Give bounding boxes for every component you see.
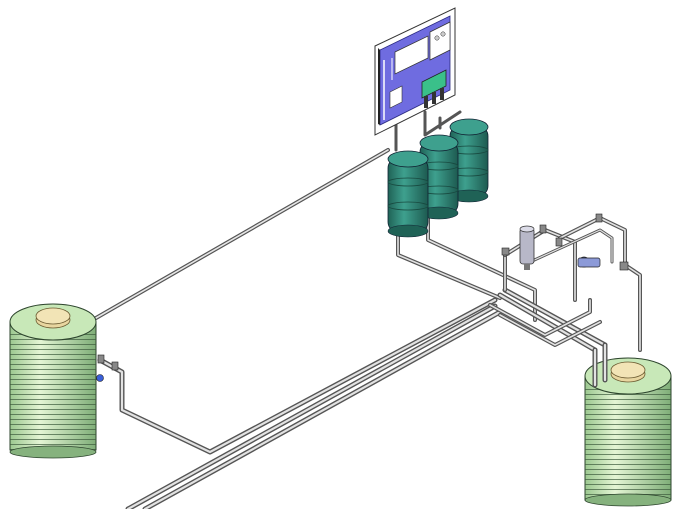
drum-1 (387, 150, 429, 238)
pipe-right-tank-inlets (592, 342, 608, 388)
pipe-to-right-tank (488, 287, 608, 383)
chemical-drums (387, 118, 489, 238)
piping-network (94, 108, 642, 509)
dosing-pump-module (421, 69, 447, 99)
valves (97, 213, 629, 371)
control-panel (374, 7, 456, 136)
pipe-main-trunk (125, 303, 503, 509)
inlet-fitting-left (96, 374, 104, 382)
drum-2 (419, 134, 459, 220)
panel-enclosure-left (394, 35, 429, 75)
filter-housing (519, 225, 535, 270)
pipe-left-tank-to-panel (94, 148, 390, 320)
panel-enclosure-right (429, 21, 451, 61)
dosing-pump (577, 256, 601, 268)
storage-tank-right (584, 357, 672, 507)
pipe-left-tank-outlet (97, 297, 498, 455)
storage-tank-left (9, 303, 104, 459)
